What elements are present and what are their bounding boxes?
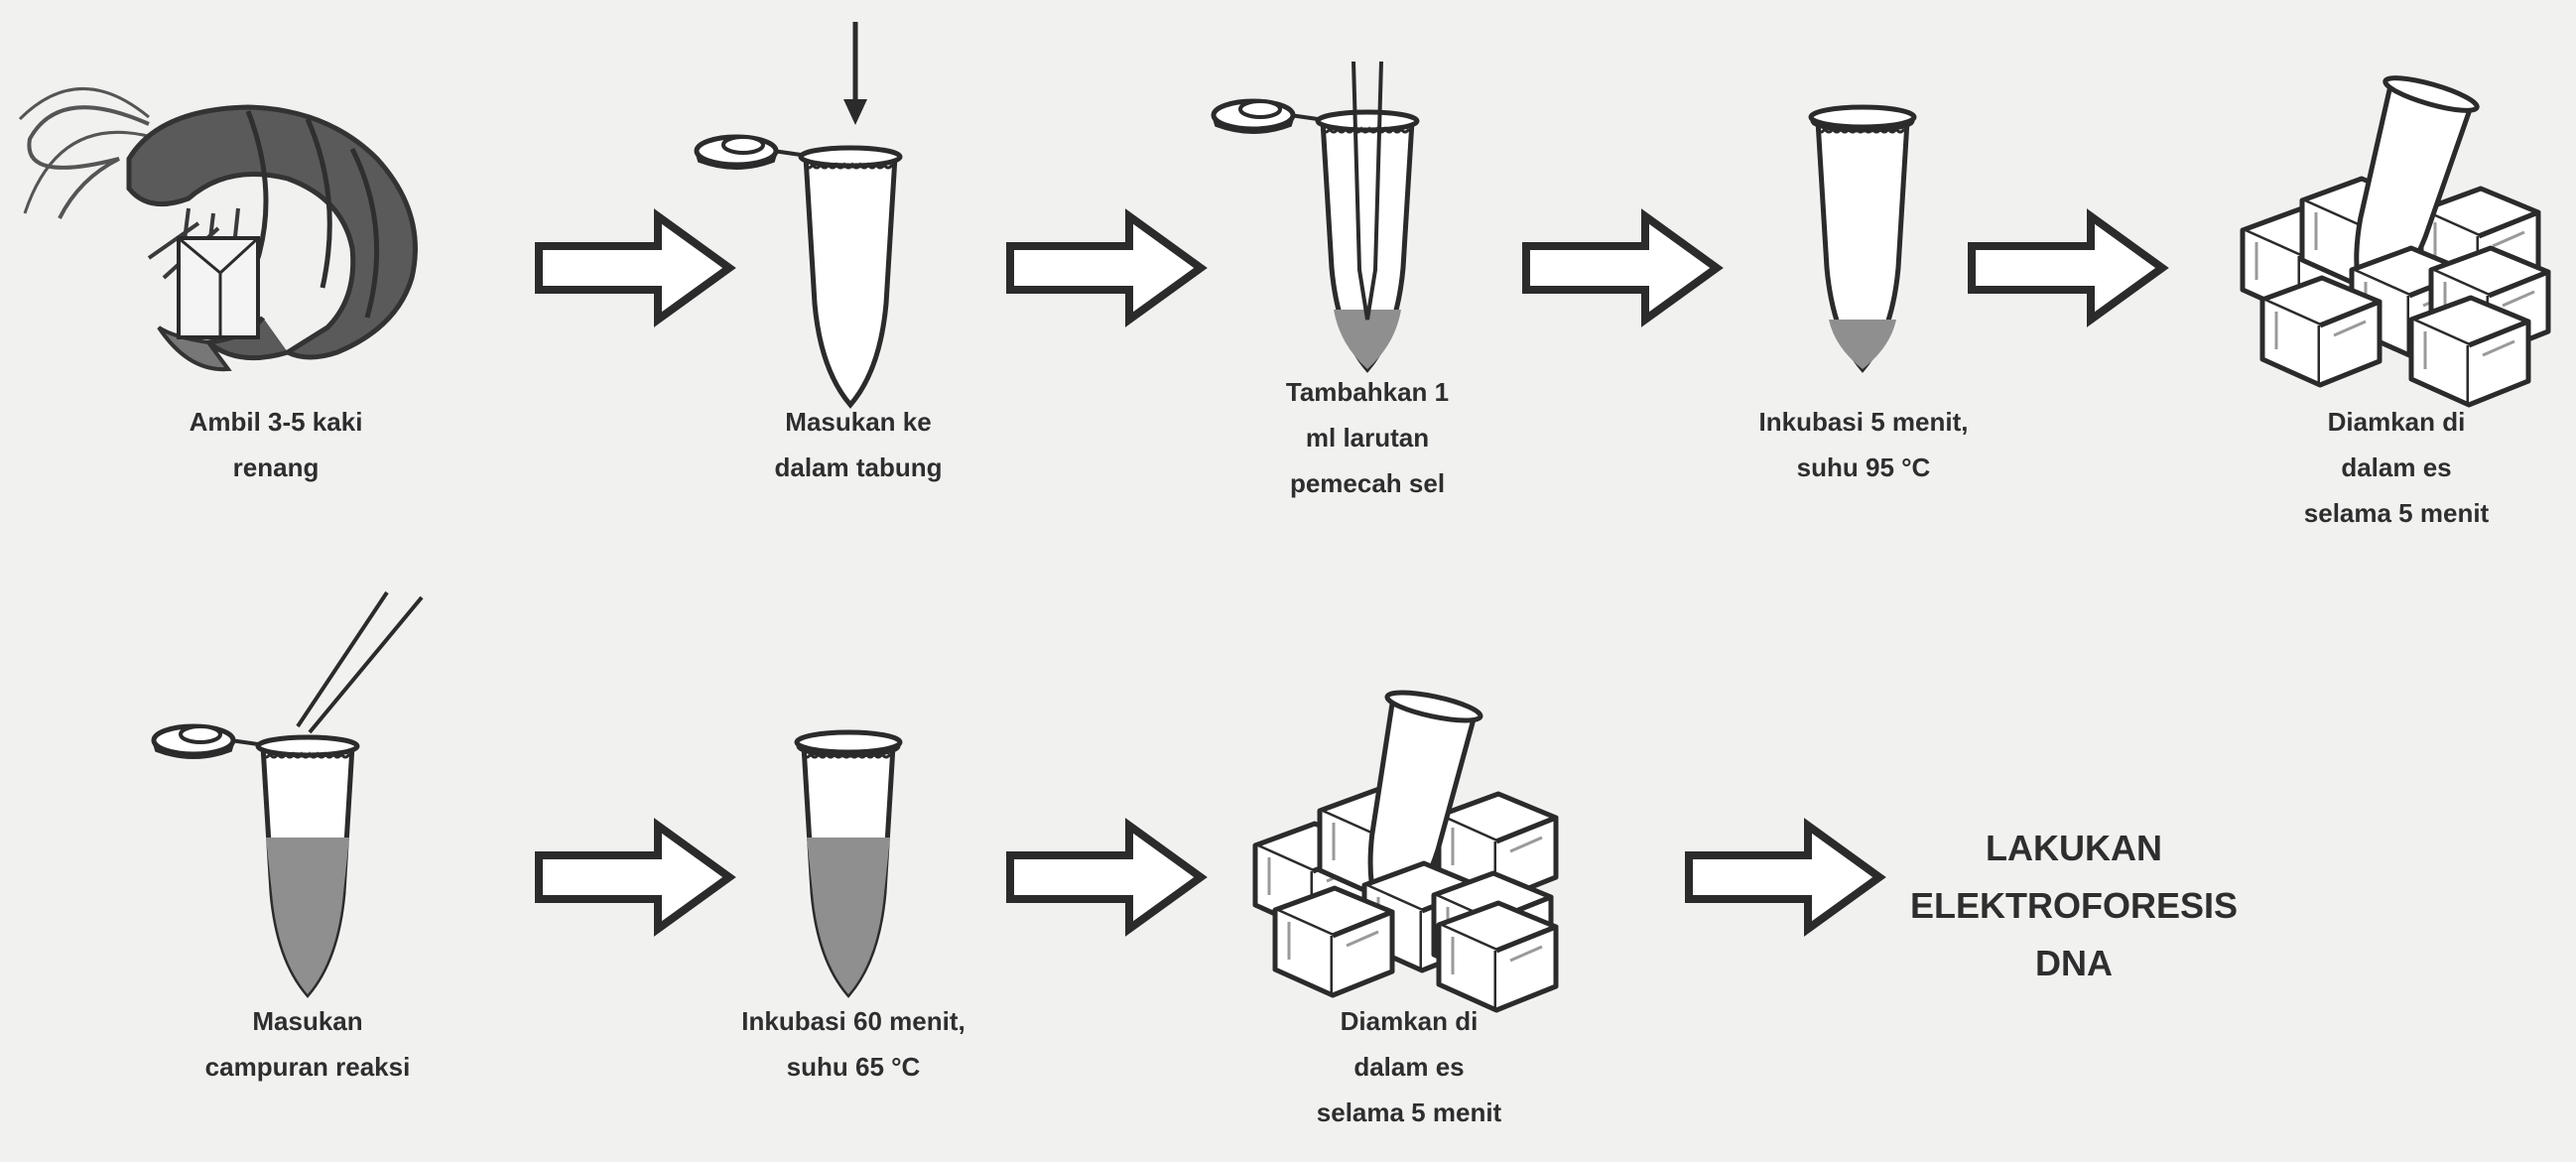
step4-line-2: suhu 95 °C — [1710, 445, 2017, 490]
down-arrow-icon — [843, 22, 867, 125]
step3-line-3: pemecah sel — [1219, 460, 1516, 506]
tube-in-ice-icon — [1255, 687, 1556, 1010]
step6-line-1: Masukan — [159, 998, 456, 1044]
tube-pipette-icon — [154, 592, 422, 994]
step2-line-1: Masukan ke — [709, 399, 1007, 445]
arrow-5 — [539, 826, 729, 929]
tube-pipette-icon — [1214, 62, 1417, 369]
step3-line-2: ml larutan — [1219, 415, 1516, 460]
final-line-1: LAKUKAN — [1866, 820, 2282, 877]
step1-line-2: renang — [127, 445, 425, 490]
step2-caption: Masukan ke dalam tabung — [709, 399, 1007, 490]
step1-caption: Ambil 3-5 kaki renang — [127, 399, 425, 490]
step3-caption: Tambahkan 1 ml larutan pemecah sel — [1219, 369, 1516, 506]
step5-line-3: selama 5 menit — [2248, 490, 2545, 536]
arrow-1 — [539, 216, 729, 320]
final-line-2: ELEKTROFORESIS — [1866, 877, 2282, 935]
step4-line-1: Inkubasi 5 menit, — [1710, 399, 2017, 445]
tube-incubate-icon — [1811, 107, 1914, 369]
arrow-7 — [1689, 826, 1879, 929]
shrimp-icon — [20, 88, 415, 369]
tube-in-ice-icon — [2243, 71, 2548, 405]
step8-line-1: Diamkan di — [1260, 998, 1558, 1044]
step1-line-1: Ambil 3-5 kaki — [127, 399, 425, 445]
step5-line-2: dalam es — [2248, 445, 2545, 490]
step4-caption: Inkubasi 5 menit, suhu 95 °C — [1710, 399, 2017, 490]
step5-line-1: Diamkan di — [2248, 399, 2545, 445]
arrow-3 — [1526, 216, 1717, 320]
arrow-4 — [1972, 216, 2162, 320]
step7-line-1: Inkubasi 60 menit, — [695, 998, 1012, 1044]
final-line-3: DNA — [1866, 935, 2282, 992]
arrow-6 — [1010, 826, 1201, 929]
step7-caption: Inkubasi 60 menit, suhu 65 °C — [695, 998, 1012, 1090]
step6-line-2: campuran reaksi — [159, 1044, 456, 1090]
step5-caption: Diamkan di dalam es selama 5 menit — [2248, 399, 2545, 536]
tube-incubate-icon — [797, 732, 900, 994]
step8-caption: Diamkan di dalam es selama 5 menit — [1260, 998, 1558, 1135]
step2-line-2: dalam tabung — [709, 445, 1007, 490]
step8-line-3: selama 5 menit — [1260, 1090, 1558, 1135]
final-step-text: LAKUKAN ELEKTROFORESIS DNA — [1866, 820, 2282, 992]
step7-line-2: suhu 65 °C — [695, 1044, 1012, 1090]
step6-caption: Masukan campuran reaksi — [159, 998, 456, 1090]
arrow-2 — [1010, 216, 1201, 320]
step3-line-1: Tambahkan 1 — [1219, 369, 1516, 415]
step8-line-2: dalam es — [1260, 1044, 1558, 1090]
